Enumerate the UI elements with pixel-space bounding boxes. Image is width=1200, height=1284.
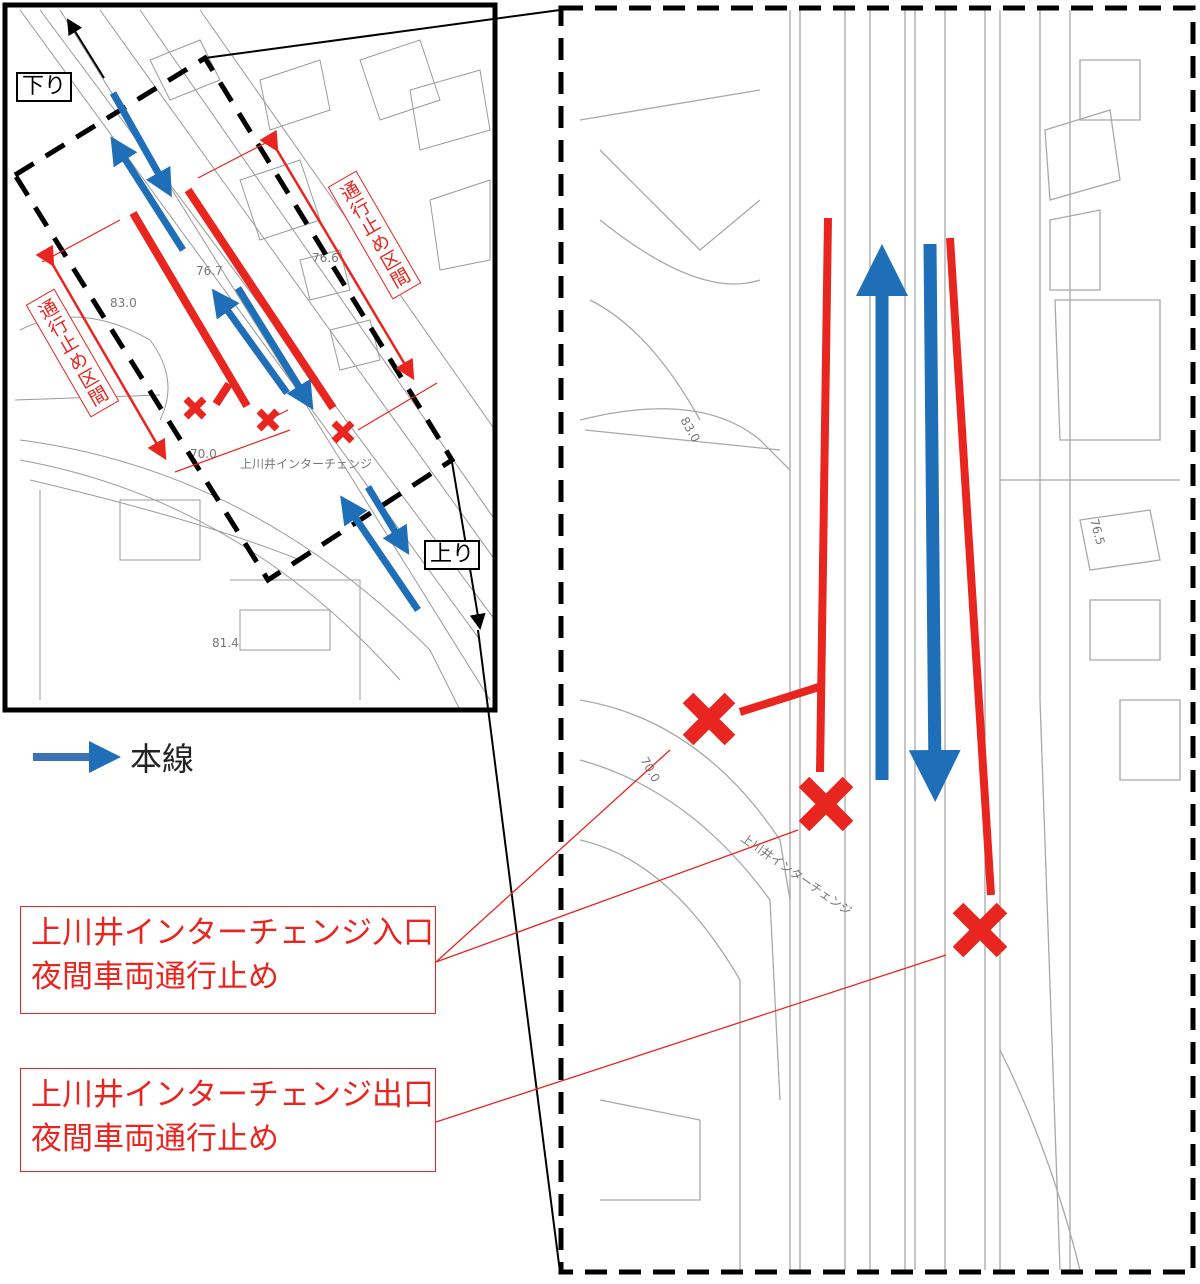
detail-closure-lines: [738, 217, 995, 896]
callout-line: 上川井インターチェンジ出口: [31, 1077, 434, 1113]
callout-line: 夜間車両通行止め: [31, 1121, 279, 1157]
map-label-elevation: 76.5: [1087, 517, 1107, 546]
legend-mainline-label: 本線: [130, 740, 195, 778]
callout-line: 上川井インターチェンジ入口: [31, 915, 434, 951]
map-label-elevation: 83.0: [110, 296, 137, 310]
callout-entrance-closure: 上川井インターチェンジ入口 夜間車両通行止め: [20, 906, 436, 1014]
direction-down-label: 下り: [16, 72, 73, 102]
detail-frame: [558, 5, 1196, 1275]
direction-down-arrow: [66, 18, 105, 79]
direction-up-label: 上り: [424, 540, 481, 570]
zoom-connector-line: [204, 9, 561, 59]
map-label-elevation: 70.0: [190, 447, 217, 461]
inset-zoom-area: [11, 54, 456, 584]
closed-section-right-arrow: [259, 129, 415, 381]
closed-section-left-arrow: [35, 244, 167, 461]
callout-leaders: [435, 749, 947, 1123]
zoom-connector-line: [477, 629, 561, 1273]
detail-base-map: [579, 10, 1181, 1270]
callout-exit-closure: 上川井インターチェンジ出口 夜間車両通行止め: [20, 1068, 436, 1172]
callout-line: 夜間車両通行止め: [31, 959, 279, 995]
map-label-interchange: 上川井インターチェンジ: [240, 457, 372, 471]
map-label-elevation: 76.7: [196, 264, 223, 278]
map-label-elevation: 70.0: [637, 755, 662, 785]
detail-closure-x-icons: [682, 692, 1008, 958]
inset-frame: [2, 2, 498, 713]
inset-mainline-arrows: [109, 91, 421, 612]
direction-up-arrow: [451, 461, 486, 630]
map-label-elevation: 81.4: [212, 636, 239, 650]
inset-closure-x-icons: [183, 396, 355, 444]
map-label-interchange: 上川井インターチェンジ: [738, 831, 854, 918]
inset-closure-lines: [129, 187, 337, 411]
detail-mainline-arrows: [856, 243, 961, 802]
